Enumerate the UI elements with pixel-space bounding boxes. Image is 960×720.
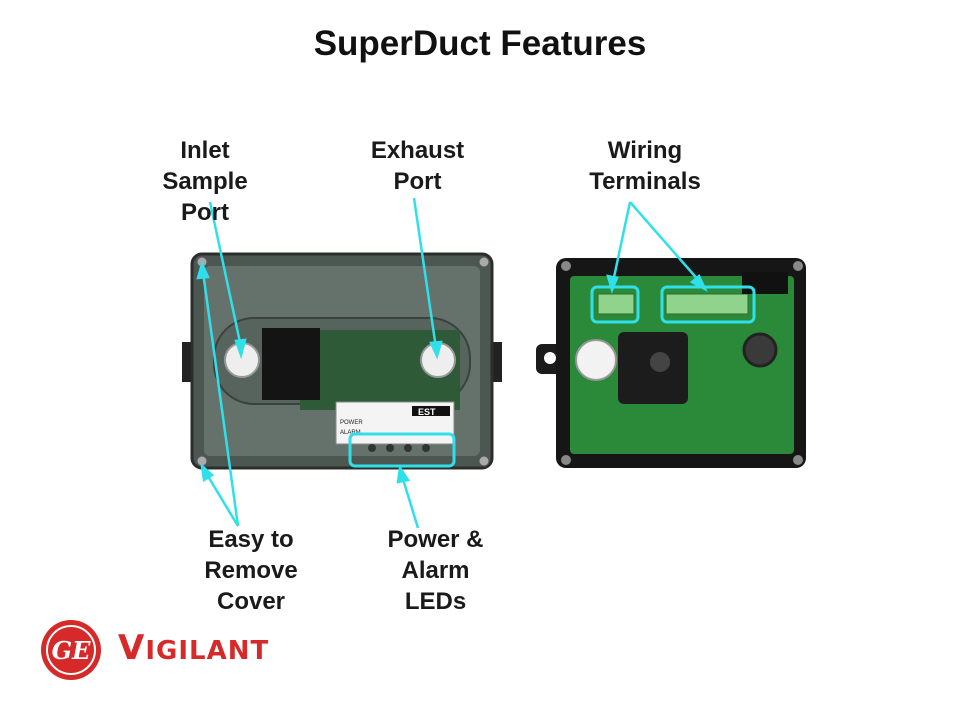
- label-power-alarm-leds: Power & Alarm LEDs: [387, 526, 484, 615]
- wiring-highlight-box-large: [660, 285, 756, 324]
- label-exhaust-port: Exhaust Port: [370, 137, 465, 195]
- led-highlight-box: [348, 432, 456, 468]
- closed-detector-housing: [182, 252, 502, 470]
- open-detector-housing: [536, 258, 806, 468]
- device-brand-text: EST: [418, 407, 436, 417]
- callout-lines: [196, 197, 708, 529]
- page-title: SuperDuct Features: [313, 24, 647, 63]
- vigilant-first-letter: V: [118, 628, 146, 668]
- label-easy-to-remove-cover: Easy to Remove Cover: [204, 526, 298, 615]
- device-power-text: POWER: [340, 420, 363, 426]
- wiring-highlight-box-small: [590, 285, 640, 324]
- label-inlet-sample-port: Inlet Sample Port: [162, 137, 248, 226]
- ge-logo-mark-text: GE: [52, 636, 91, 665]
- vigilant-logo-text: VIGILANT: [118, 628, 269, 668]
- vigilant-rest-letters: IGILANT: [145, 636, 270, 666]
- ge-logo-icon: [41, 620, 101, 680]
- device-alarm-text: ALARM: [340, 430, 361, 436]
- label-wiring-terminals: Wiring Terminals: [589, 137, 701, 195]
